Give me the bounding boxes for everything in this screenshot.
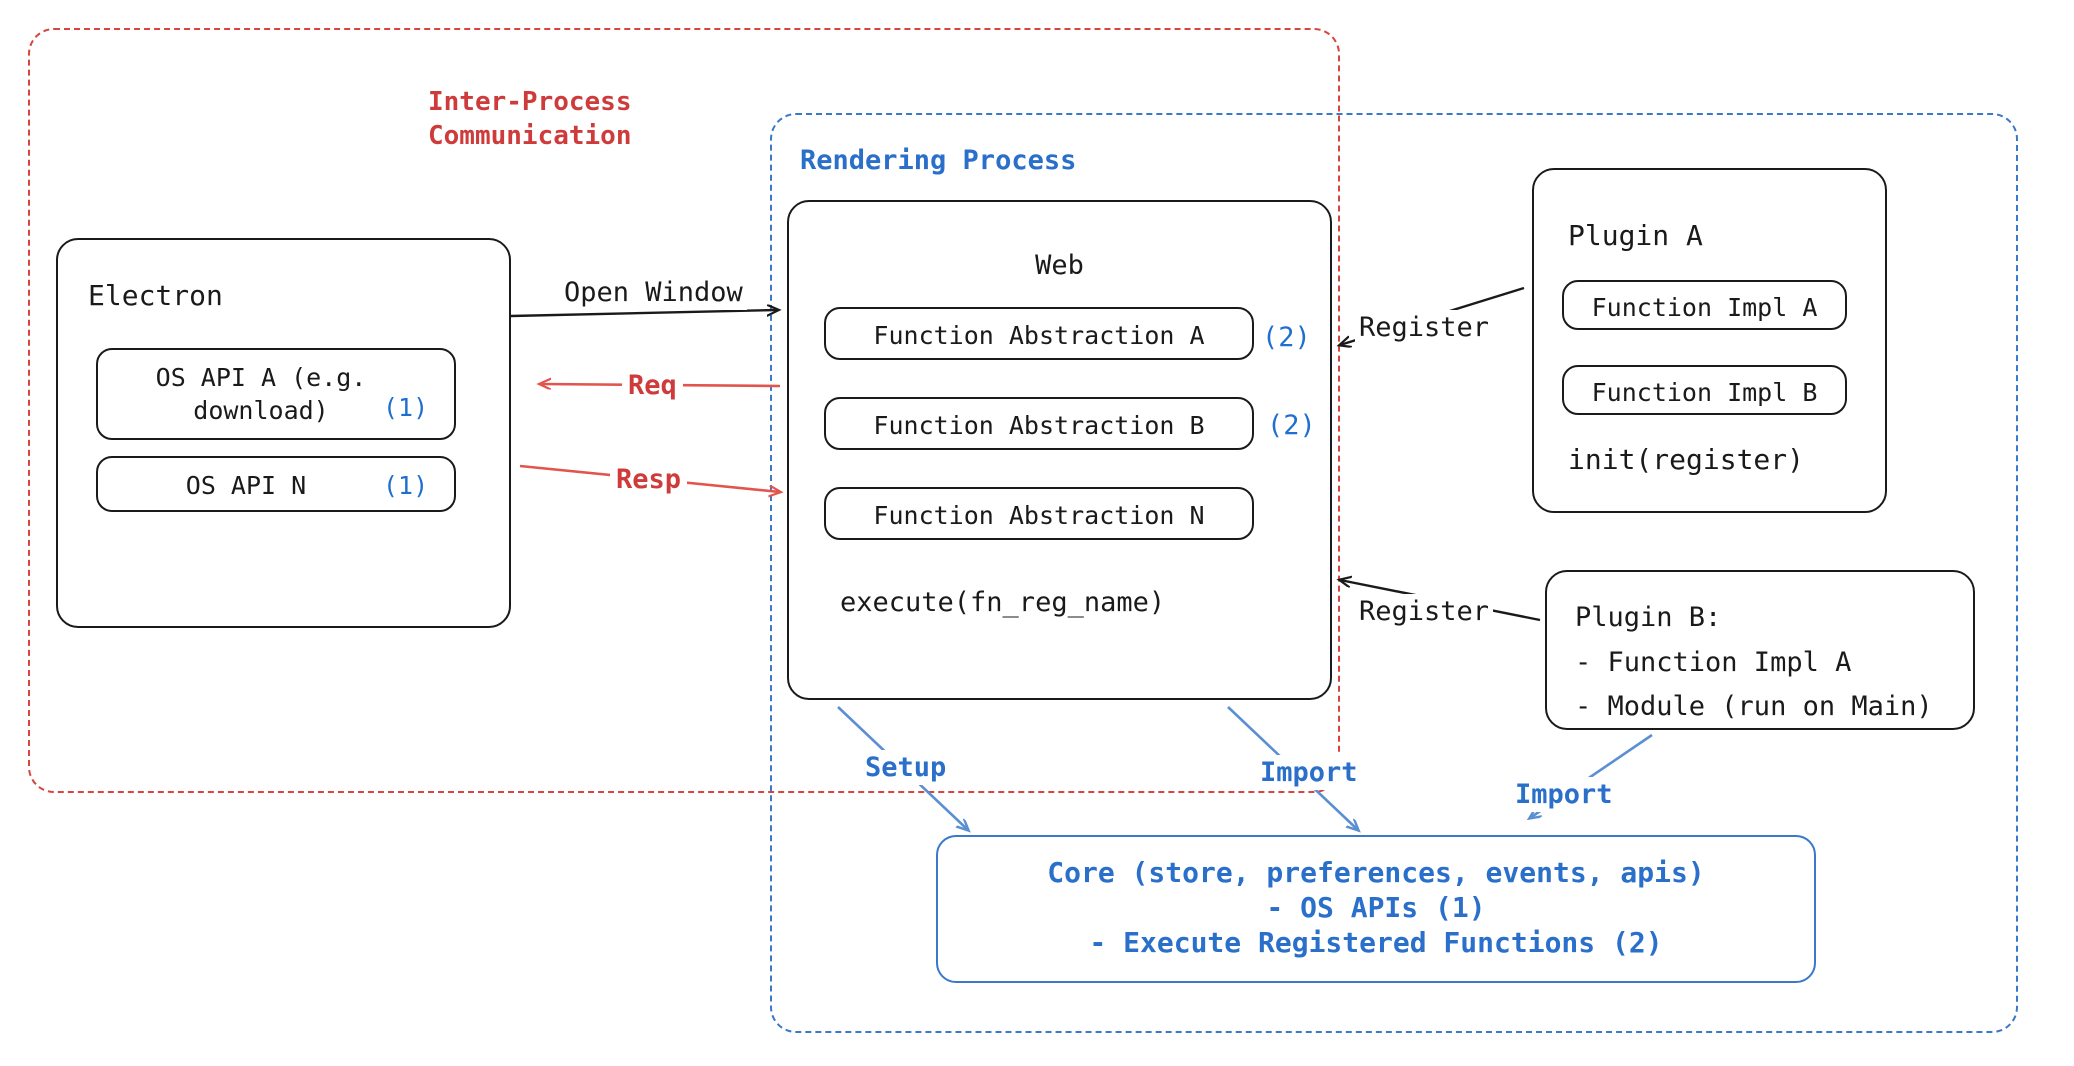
- os-api-a-label: OS API A (e.g. download): [155, 363, 367, 425]
- edge-label-open-window: Open Window: [560, 275, 747, 311]
- plugin-a-impl-a-box[interactable]: [1562, 280, 1847, 330]
- plugin-a-init-label: init(register): [1568, 443, 1805, 476]
- plugin-a-box: [1532, 168, 1887, 513]
- core-box: [936, 835, 1816, 983]
- function-abstraction-a-marker: (2): [1262, 322, 1311, 353]
- function-abstraction-b-box[interactable]: [824, 397, 1254, 450]
- group-ipc-label-line1: Inter-Process: [428, 87, 632, 117]
- os-api-n-label: OS API N: [185, 471, 307, 500]
- web-box: [787, 200, 1332, 700]
- web-title: Web: [1035, 250, 1084, 281]
- function-abstraction-n-label: Function Abstraction N: [873, 501, 1205, 530]
- edge-label-resp: Resp: [610, 462, 688, 498]
- web-execute-label: execute(fn_reg_name): [840, 587, 1166, 618]
- electron-title: Electron: [88, 279, 223, 312]
- plugin-a-impl-a-label: Function Impl A: [1591, 293, 1818, 322]
- os-api-a-marker: (1): [383, 393, 429, 422]
- plugin-b-line-2: - Module (run on Main): [1575, 691, 1933, 722]
- function-abstraction-b-marker: (2): [1267, 410, 1316, 441]
- plugin-a-impl-b-label: Function Impl B: [1591, 378, 1818, 407]
- plugin-b-title: Plugin B:: [1575, 602, 1722, 633]
- function-abstraction-a-box[interactable]: [824, 307, 1254, 360]
- plugin-a-title: Plugin A: [1568, 219, 1703, 252]
- group-ipc-label-line2: Communication: [428, 121, 632, 151]
- group-inter-process-communication: [28, 28, 1340, 793]
- os-api-a-box[interactable]: [96, 348, 456, 440]
- edge-label-register-plugin-a: Register: [1355, 310, 1494, 346]
- edge-label-register-plugin-b: Register: [1355, 594, 1494, 630]
- edge-label-import-left: Import: [1255, 755, 1363, 791]
- edge-label-import-right: Import: [1510, 777, 1618, 813]
- electron-box: [56, 238, 511, 628]
- core-line-3: - Execute Registered Functions (2): [1089, 926, 1663, 959]
- function-abstraction-a-label: Function Abstraction A: [873, 321, 1205, 350]
- edge-label-setup: Setup: [860, 750, 952, 786]
- os-api-n-box[interactable]: [96, 456, 456, 512]
- core-line-2: - OS APIs (1): [1266, 891, 1486, 924]
- os-api-n-marker: (1): [383, 471, 429, 500]
- function-abstraction-n-box[interactable]: [824, 487, 1254, 540]
- edge-label-req: Req: [622, 368, 683, 404]
- group-rendering-process-label: Rendering Process: [800, 145, 1077, 176]
- function-abstraction-b-label: Function Abstraction B: [873, 411, 1205, 440]
- plugin-b-line-1: - Function Impl A: [1575, 647, 1852, 678]
- group-rendering-process: [770, 113, 2018, 1033]
- plugin-a-impl-b-box[interactable]: [1562, 365, 1847, 415]
- core-line-1: Core (store, preferences, events, apis): [1047, 856, 1705, 889]
- plugin-b-box: [1545, 570, 1975, 730]
